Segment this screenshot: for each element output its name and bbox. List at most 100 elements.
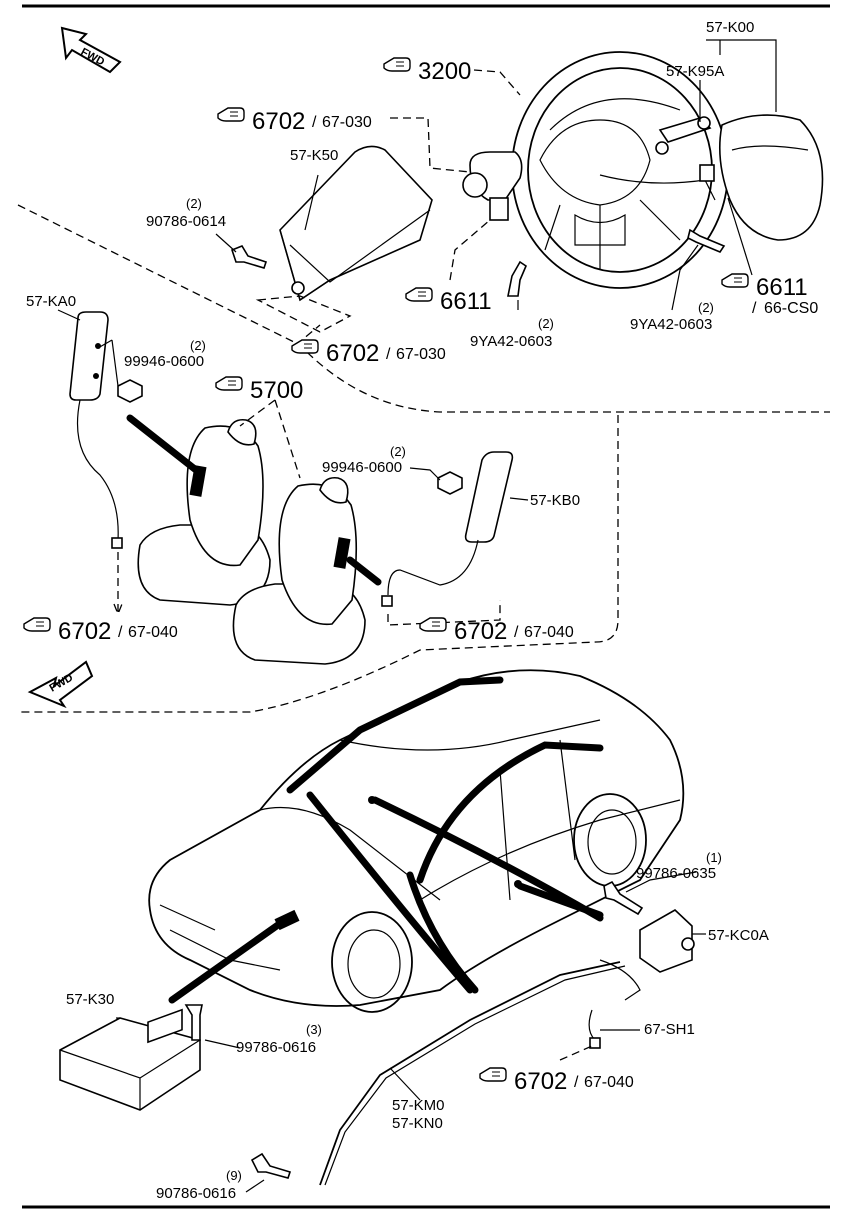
curtain-airbag-harness [324, 965, 626, 1186]
part-number-99786-0635[interactable]: 99786-0635 [636, 865, 716, 882]
part-number-ka0[interactable]: 57-KA0 [26, 293, 76, 310]
part-qty: (1) [706, 850, 722, 865]
part-number-kc0a[interactable]: 57-KC0A [708, 927, 769, 944]
callout-subref: 67-030 [322, 114, 372, 131]
nut-icon [117, 379, 143, 403]
mounting-outline [255, 295, 352, 333]
part-qty: (2) [186, 196, 202, 211]
car-illustration [148, 669, 685, 1013]
bolt-icon [687, 228, 726, 253]
horn-switch-illustration [655, 116, 712, 155]
callout-6702-curtain[interactable]: 6702 / 67-040 [479, 1067, 634, 1095]
part-number-9ya42-0603[interactable]: 9YA42-0603 [470, 333, 552, 350]
pointing-hand-icon [23, 617, 51, 632]
fwd-arrow-icon: FWD [27, 660, 94, 709]
pointing-hand-icon [383, 57, 411, 72]
bolt-icon [507, 260, 527, 297]
crash-sensor-illustration [639, 909, 695, 973]
fwd-arrow-icon: FWD [60, 26, 122, 74]
part-number-99946-0600[interactable]: 99946-0600 [322, 459, 402, 476]
seat-right-illustration [232, 476, 366, 665]
pointing-hand-icon [291, 339, 319, 354]
wire-harness [599, 959, 641, 1001]
curtain-airbag-line [286, 676, 504, 794]
callout-6702-seat-right[interactable]: 6702 / 67-040 [419, 617, 574, 645]
callout-ref: 5700 [250, 377, 303, 404]
part-number-9ya42-0603[interactable]: 9YA42-0603 [630, 316, 712, 333]
part-qty: (3) [306, 1022, 322, 1037]
wire-harness [588, 1009, 596, 1041]
part-number-99946-0600[interactable]: 99946-0600 [124, 353, 204, 370]
module-location-mark [274, 909, 300, 931]
pointing-hand-icon [419, 617, 447, 632]
deployment-indicator [346, 556, 382, 586]
callout-separator: / [752, 300, 757, 317]
wire-harness [599, 174, 716, 201]
connector [589, 1037, 601, 1049]
callout-subref: 67-040 [584, 1074, 634, 1091]
passenger-airbag-module-illustration [279, 145, 433, 302]
side-airbag-left-illustration [69, 311, 123, 549]
callout-3200[interactable]: 3200 [383, 57, 471, 85]
deployment-indicator [126, 414, 200, 474]
pointing-hand-icon [479, 1067, 507, 1082]
bolt-icon [184, 1004, 203, 1041]
callout-subref: 66-CS0 [764, 300, 818, 317]
part-labels: 57-K00 57-K95A 57-K50 (2) 90786-0614 (2)… [26, 19, 769, 1202]
callout-5700-seat[interactable]: 5700 [215, 376, 303, 404]
part-number-kn0[interactable]: 57-KN0 [392, 1115, 443, 1132]
curtain-airbag-line [416, 741, 604, 884]
seat-left-illustration [137, 418, 271, 606]
callout-separator: / [118, 624, 123, 641]
part-qty: (2) [390, 444, 406, 459]
callout-ref: 6611 [440, 288, 492, 315]
part-qty: (2) [698, 300, 714, 315]
pointing-hand-icon [721, 273, 749, 288]
part-number-k30[interactable]: 57-K30 [66, 991, 114, 1008]
callout-ref: 6702 [326, 340, 379, 367]
clock-spring-illustration [462, 151, 523, 221]
callout-separator: / [312, 114, 317, 131]
part-qty: (2) [190, 338, 206, 353]
bolt-icon [231, 245, 268, 269]
callout-ref: 6611 [756, 274, 808, 301]
bolt-icon [603, 880, 644, 916]
callout-6702-seat-left[interactable]: 6702 / 67-040 [23, 617, 178, 645]
callout-ref: 6702 [58, 618, 111, 645]
part-number-k95a[interactable]: 57-K95A [666, 63, 724, 80]
part-qty: (2) [538, 316, 554, 331]
steering-wheel-illustration [511, 51, 729, 289]
part-number-km0[interactable]: 57-KM0 [392, 1097, 445, 1114]
callout-subref: 67-040 [128, 624, 178, 641]
part-number-k50[interactable]: 57-K50 [290, 147, 338, 164]
nut-icon [437, 471, 463, 495]
callout-ref: 6702 [252, 108, 305, 135]
part-number-90786-0614[interactable]: 90786-0614 [146, 213, 226, 230]
callout-6702-module-2[interactable]: 6702 / 67-030 [291, 339, 446, 367]
part-number-k00[interactable]: 57-K00 [706, 19, 754, 36]
pointing-hand-icon [405, 287, 433, 302]
pointing-hand-icon [215, 376, 243, 391]
curtain-airbag-line [306, 791, 474, 994]
sensor-indicator-line [516, 882, 604, 919]
part-number-90786-0616[interactable]: 90786-0616 [156, 1185, 236, 1202]
pointing-hand-icon [217, 107, 245, 122]
callout-6611-driver-airbag[interactable]: 6611 / 66-CS0 [721, 273, 818, 317]
curtain-airbag-line [406, 871, 479, 994]
callout-subref: 67-030 [396, 346, 446, 363]
control-module-illustration [59, 1008, 201, 1111]
part-number-99786-0616[interactable]: 99786-0616 [236, 1039, 316, 1056]
driver-airbag-module-illustration [718, 114, 824, 241]
part-number-kb0[interactable]: 57-KB0 [530, 492, 580, 509]
callout-separator: / [514, 624, 519, 641]
callout-6702-module[interactable]: 6702 / 67-030 [217, 107, 372, 135]
part-qty: (9) [226, 1168, 242, 1183]
callout-separator: / [386, 346, 391, 363]
bolt-icon [250, 1152, 292, 1179]
callout-ref: 6702 [454, 618, 507, 645]
part-number-sh1[interactable]: 67-SH1 [644, 1021, 695, 1038]
callout-6611-clock-spring[interactable]: 6611 [405, 287, 492, 315]
callout-subref: 67-040 [524, 624, 574, 641]
leader-lines [57, 39, 777, 1193]
